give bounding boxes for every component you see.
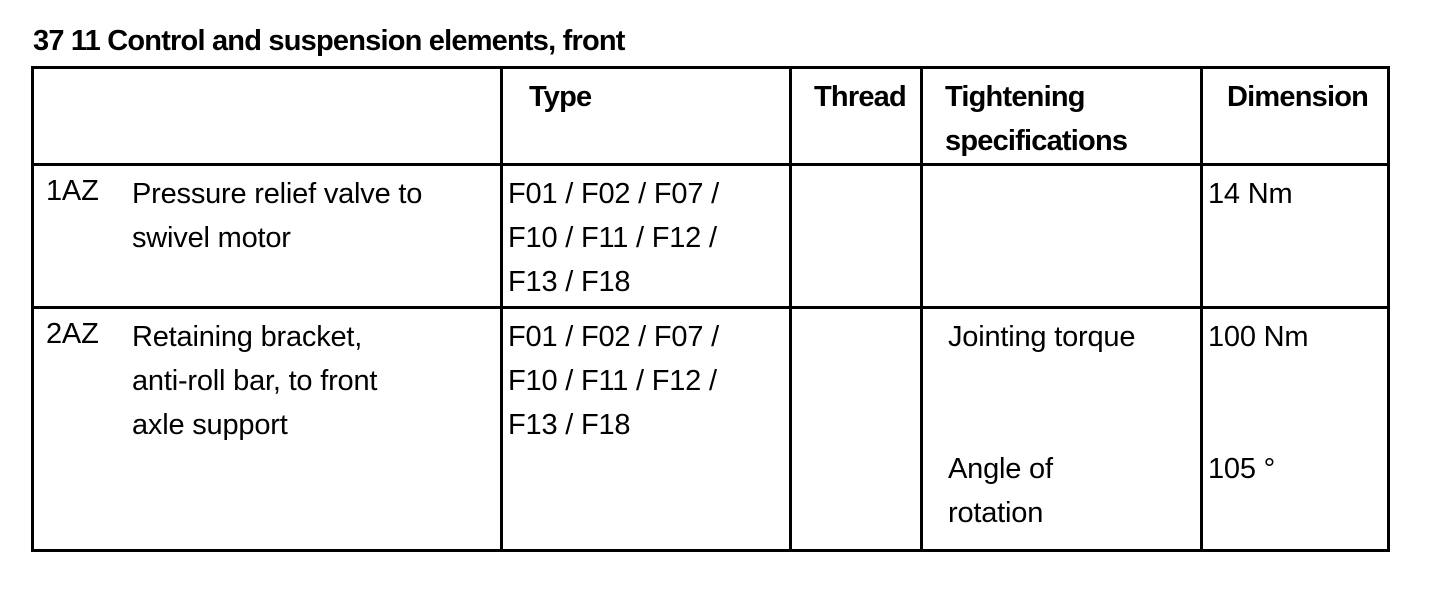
row-2-description-line1: Retaining bracket, [132, 321, 363, 353]
row-2-tightening-cell: Jointing torque Angle of rotation [920, 306, 1203, 552]
header-thread: Thread [789, 66, 923, 166]
header-tightening-line2: specifications [945, 125, 1128, 157]
row-1-type-cell: F01 / F02 / F07 / F10 / F11 / F12 / F13 … [500, 163, 792, 309]
row-1-spec-label [923, 166, 1200, 172]
row-1-spec-value: 14 Nm [1208, 178, 1293, 210]
row-2-description-line2: anti-roll bar, to front [132, 365, 378, 397]
row-1-thread-cell [789, 163, 923, 309]
row-2-type-cell: F01 / F02 / F07 / F10 / F11 / F12 / F13 … [500, 306, 792, 552]
row-2-thread-cell [789, 306, 923, 552]
row-1-dimension-cell: 14 Nm [1200, 163, 1390, 309]
header-type: Type [500, 66, 792, 166]
row-1-item-code: 1AZ [46, 175, 99, 207]
row-2-spec-2-value: 105 ° [1208, 453, 1276, 485]
row-2-item-code: 2AZ [46, 318, 99, 350]
header-description [31, 66, 503, 166]
torque-specification-table: Type Thread Tightening specifications Di… [31, 66, 1390, 552]
row-2-description-line3: axle support [132, 409, 288, 441]
header-tightening-line1: Tightening [945, 81, 1085, 113]
row-2-type-line1: F01 / F02 / F07 / [508, 321, 719, 353]
row-2-spec-1-label: Jointing torque [948, 321, 1136, 353]
row-1-description-cell: 1AZ Pressure relief valve to swivel moto… [31, 163, 503, 309]
row-1-description-line1: Pressure relief valve to [132, 178, 423, 210]
row-2-spec-2-label-line1: Angle of [948, 453, 1053, 485]
row-1-type-line3: F13 / F18 [508, 266, 631, 298]
row-1-type-line2: F10 / F11 / F12 / [508, 222, 717, 254]
header-tightening-specifications: Tightening specifications [920, 66, 1203, 166]
row-2-description-cell: 2AZ Retaining bracket, anti-roll bar, to… [31, 306, 503, 552]
document-title: 37 11 Control and suspension elements, f… [33, 25, 625, 57]
row-2-spec-2-label-line2: rotation [948, 497, 1044, 529]
row-1-description-line2: swivel motor [132, 222, 291, 254]
table-row: 1AZ Pressure relief valve to swivel moto… [31, 163, 1390, 309]
row-2-dimension-cell: 100 Nm 105 ° [1200, 306, 1390, 552]
table-header-row: Type Thread Tightening specifications Di… [31, 66, 1390, 166]
row-1-tightening-cell [920, 163, 1203, 309]
row-2-spec-1-value: 100 Nm [1208, 321, 1309, 353]
row-1-type-line1: F01 / F02 / F07 / [508, 178, 719, 210]
table-row: 2AZ Retaining bracket, anti-roll bar, to… [31, 306, 1390, 552]
row-2-type-line3: F13 / F18 [508, 409, 631, 441]
header-dimension: Dimension [1200, 66, 1390, 166]
row-2-type-line2: F10 / F11 / F12 / [508, 365, 717, 397]
